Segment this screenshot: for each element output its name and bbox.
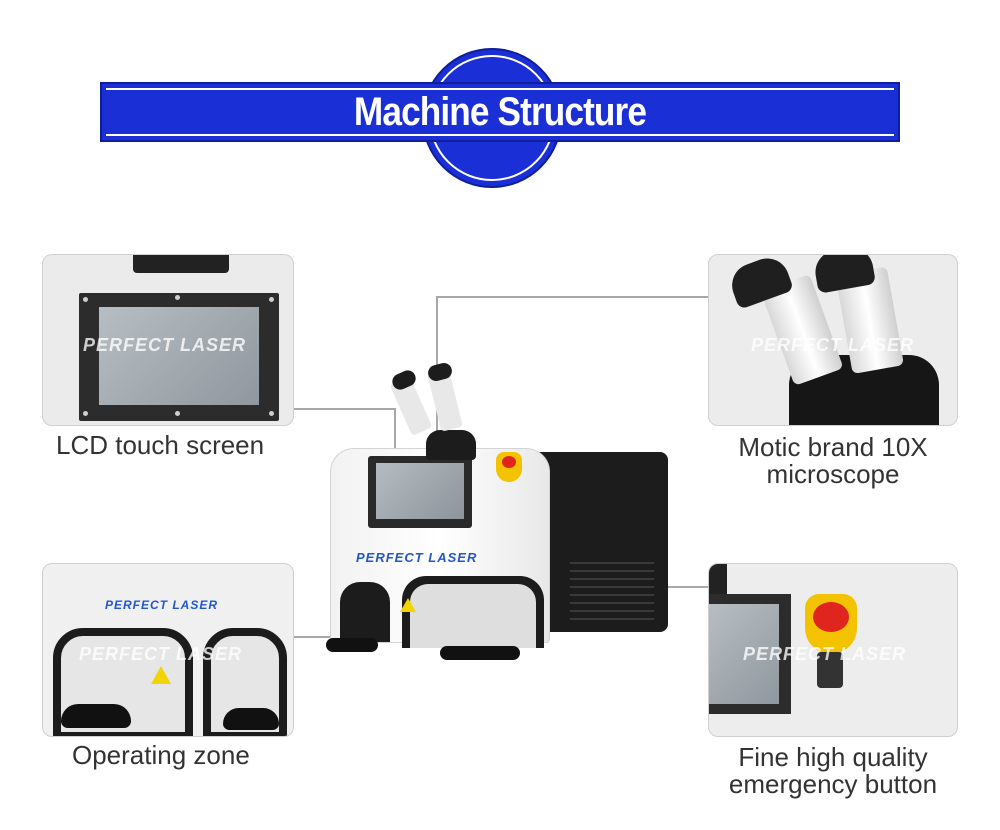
leader-line-lcd <box>294 408 396 410</box>
page-title: Machine Structure <box>353 90 647 134</box>
watermark: PERFECT LASER <box>79 644 243 664</box>
leader-line-microscope <box>436 296 708 298</box>
key-switch-icon <box>817 652 843 688</box>
caption-emergency: Fine high quality emergency button <box>728 742 938 799</box>
lcd-photo-panel: PERFECT LASER <box>42 254 294 426</box>
caption-microscope: Motic brand 10X microscope <box>738 432 928 489</box>
laser-warning-icon <box>400 598 416 612</box>
caption-lcd: LCD touch screen <box>56 430 265 460</box>
emergency-stop-button-icon <box>813 602 849 632</box>
machine-logo: PERFECT LASER <box>356 550 478 565</box>
machine-operating-cavity <box>402 576 544 648</box>
emergency-button-photo-panel: PERFECT LASER <box>708 563 958 737</box>
watermark: PERFECT LASER <box>743 644 907 664</box>
operating-logo: PERFECT LASER <box>105 598 219 612</box>
watermark: PERFECT LASER <box>83 335 247 355</box>
microscope-photo-panel: PERFECT LASER <box>708 254 958 426</box>
operating-zone-photo-panel: PERFECT LASER PERFECT LASER <box>42 563 294 737</box>
title-banner: Machine Structure <box>100 48 900 188</box>
lcd-screen-image <box>79 293 279 421</box>
caption-operating: Operating zone <box>72 740 250 770</box>
laser-warning-icon <box>151 666 171 684</box>
laser-welding-machine-image: PERFECT LASER <box>326 361 670 660</box>
watermark: PERFECT LASER <box>751 335 915 355</box>
machine-touch-screen <box>368 456 472 528</box>
